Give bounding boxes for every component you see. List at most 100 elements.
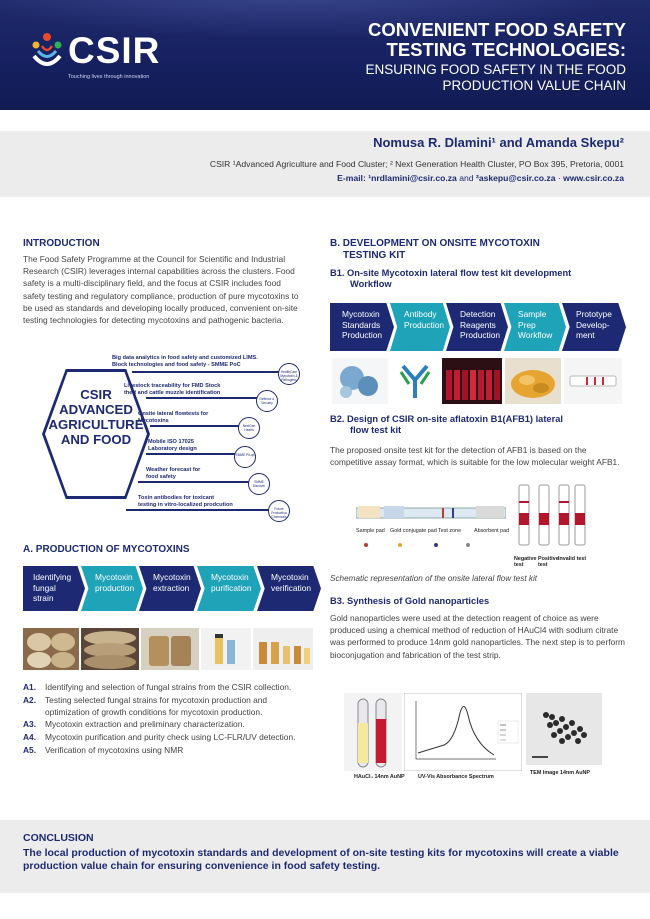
flow-b-2-line-2: Production — [404, 319, 445, 330]
spoke-2-line-1: Livestock traceability for FMD Stock — [124, 383, 221, 389]
prototype-strip-image — [564, 358, 622, 404]
step-a5-text: Verification of mycotoxins using NMR — [45, 744, 184, 755]
test-results-strips — [518, 484, 586, 546]
flow-a-1-line-3: strain — [33, 593, 54, 603]
flow-b-2-line-1: Antibody — [404, 309, 437, 319]
email-and: and — [459, 173, 474, 183]
website-link[interactable]: www.csir.co.za — [563, 173, 624, 183]
positive-test-label: Positive test — [538, 556, 559, 568]
poster-title: CONVENIENT FOOD SAFETY TESTING TECHNOLOG… — [266, 20, 626, 60]
spoke-3-line-2: Mycotoxins — [138, 417, 169, 424]
spoke-line — [150, 425, 250, 427]
b3-heading: B3. Synthesis of Gold nanoparticles — [330, 596, 490, 606]
authors-band: Nomusa R. Dlamini¹ and Amanda Skepu² CSI… — [0, 131, 650, 197]
step-a3-text: Mycotoxin extraction and preliminary cha… — [45, 719, 245, 730]
flow-a-2-line-1: Mycotoxin — [95, 572, 133, 582]
spoke-line — [146, 397, 270, 399]
subtitle-line-2: PRODUCTION VALUE CHAIN — [442, 78, 626, 93]
email-link-1[interactable]: ¹nrdlamini@csir.co.za — [368, 173, 457, 183]
hex-center-label: CSIR ADVANCED AGRICULTURE AND FOOD — [42, 387, 150, 447]
spoke-label-4: Mobile ISO 17025 Laboratory design — [148, 439, 197, 453]
b2-text: The proposed onsite test kit for the det… — [330, 445, 620, 468]
csir-logo-mark-icon — [32, 33, 62, 66]
logo-tagline: Touching lives through innovation — [68, 74, 150, 80]
flow-b-3-line-3: Production — [460, 330, 501, 340]
mycotoxin-structure-image — [332, 358, 388, 404]
spoke-1-line-2: Block technologies and food safety - SMM… — [112, 361, 241, 368]
step-a2-label: A2. — [23, 694, 37, 705]
poster-header: CSIR Touching lives through innovation C… — [0, 0, 650, 110]
antibody-image — [391, 358, 439, 404]
flow-a-2-line-2: production — [95, 582, 135, 593]
conclusion-band: CONCLUSION The local production of mycot… — [0, 820, 650, 893]
b1-images — [332, 358, 622, 404]
b2-heading-line-2: flow test kit — [350, 425, 402, 435]
nextgen-health-icon: NextGen Health — [238, 417, 260, 439]
flow-a-5-line-2: verification — [271, 582, 312, 593]
flow-b-4-line-3: Workflow — [518, 330, 553, 340]
strip-legend-icons — [364, 543, 470, 547]
flow-a-step-5: Mycotoxin verification — [257, 566, 321, 611]
grain-culture-photo — [141, 628, 199, 670]
tem-label: TEM Image 14nm AuNP — [530, 770, 591, 776]
step-a1-label: A1. — [23, 682, 37, 692]
hex-center-line-4: AND FOOD — [60, 432, 132, 447]
flow-b-4-line-2: Prep — [518, 319, 536, 330]
hex-inner — [45, 372, 147, 496]
flow-b-1-line-1: Mycotoxin — [342, 309, 380, 319]
strip-diagram — [355, 506, 507, 519]
tem-image — [526, 693, 602, 765]
smme-discover-icon: SMME Discover — [248, 473, 270, 495]
flow-a-1-line-1: Identifying — [33, 572, 72, 582]
spoke-label-2: Livestock traceability for FMD Stock the… — [124, 383, 220, 397]
negative-test-label: Negative test — [514, 556, 537, 568]
spoke-3-line-1: Onsite lateral flowtests for — [138, 411, 209, 417]
flow-b-step-3: Detection Reagents Production — [446, 303, 508, 351]
spoke-line — [138, 481, 256, 483]
defence-security-icon: Defence & Security — [256, 390, 278, 412]
section-a-photos — [23, 628, 313, 670]
lateral-flow-schematic: Sample pad Gold conjugate pad Test zone … — [355, 494, 509, 556]
intro-heading: INTRODUCTION — [23, 238, 100, 249]
hex-center-line-2: ADVANCED — [59, 402, 133, 417]
sample-pad-label: Sample pad — [356, 528, 385, 534]
poster-subtitle: ENSURING FOOD SAFETY IN THE FOOD PRODUCT… — [266, 62, 626, 94]
spoke-label-1: Big data analytics in food safety and cu… — [112, 355, 258, 369]
flow-b-1-line-2: Standards — [342, 319, 381, 330]
spoke-5-line-2: food safety — [146, 473, 176, 480]
invalid-test-label: Invalid test — [558, 556, 587, 562]
b1-heading: B1. On-site Mycotoxin lateral flow test … — [330, 268, 630, 290]
detection-reagents-image — [442, 358, 502, 404]
tubes-photo — [344, 693, 402, 771]
spoke-line — [126, 509, 276, 511]
fungal-plates-photo — [23, 628, 79, 670]
email-link-2[interactable]: ²askepu@csir.co.za — [475, 173, 556, 183]
spoke-2-line-2: theft and cattle muzzle identification — [124, 389, 221, 396]
spoke-label-5: Weather forecast for food safety — [146, 467, 200, 481]
flow-a-step-2: Mycotoxin production — [81, 566, 143, 611]
flow-b-1-line-3: Production — [342, 330, 383, 340]
flow-b-step-1: Mycotoxin Standards Production — [330, 303, 394, 351]
section-b-flow: Mycotoxin Standards Production Antibody … — [330, 303, 626, 351]
spoke-6-line-2: testing in vitro-localized prodcution — [138, 501, 233, 508]
step-a3-label: A3. — [23, 719, 37, 730]
section-a-steps: A1. Identifying and selection of fungal s… — [23, 682, 313, 758]
spoke-line — [146, 453, 246, 455]
header-glow — [0, 0, 650, 40]
title-line-2: TESTING TECHNOLOGIES: — [386, 39, 626, 60]
extraction-vials-photo — [201, 628, 251, 670]
spoke-4-line-2: Laboratory design — [148, 445, 197, 452]
spoke-1-line-1: Big data analytics in food safety and cu… — [112, 355, 258, 361]
flow-a-step-1: Identifying fungal strain — [23, 566, 85, 611]
flow-a-3-line-1: Mycotoxin — [153, 572, 191, 582]
flow-b-3-line-2: Reagents — [460, 319, 496, 330]
section-b-heading-line-1: B. DEVELOPMENT ON ONSITE MYCOTOXIN — [330, 238, 540, 249]
future-production-icon: Future Production Chemicals — [268, 500, 290, 522]
step-a1-text: Identifying and selection of fungal stra… — [45, 682, 292, 692]
conclusion-heading: CONCLUSION — [23, 832, 94, 844]
hex-center-line-1: CSIR — [80, 387, 112, 402]
spoke-4-line-1: Mobile ISO 17025 — [148, 439, 195, 445]
step-a4-label: A4. — [23, 732, 37, 743]
flow-a-1-line-2: fungal — [33, 582, 56, 593]
spoke-label-3: Onsite lateral flowtests for Mycotoxins — [138, 411, 208, 425]
